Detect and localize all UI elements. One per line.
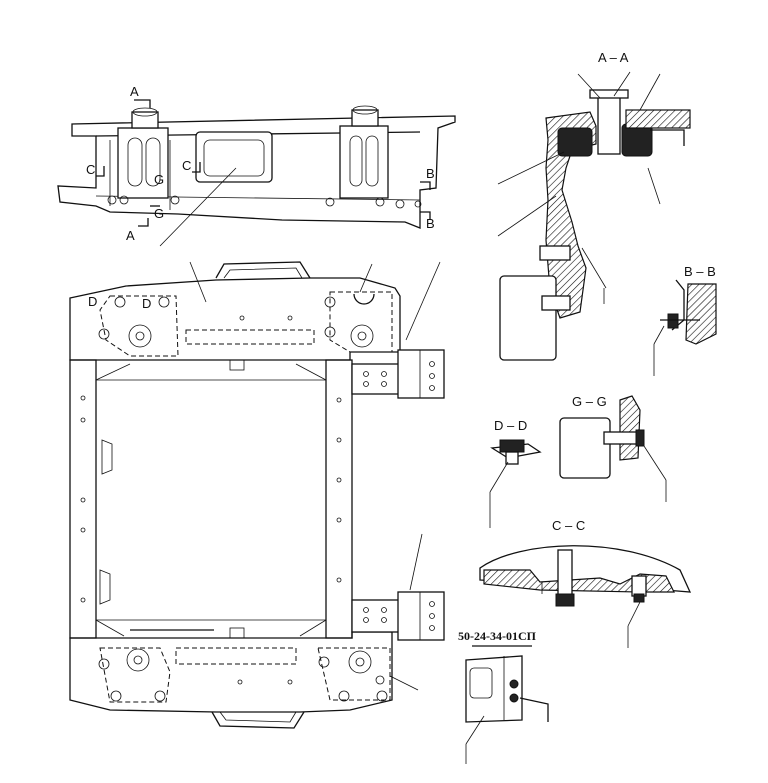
mark-d-left: D (88, 294, 97, 309)
mark-c-right: C (182, 158, 191, 173)
section-gg-label: G – G (572, 394, 607, 409)
mark-g-right: G (154, 206, 164, 221)
part-detail: 50-24-34-01CП (458, 629, 549, 764)
section-a-a: A – A (497, 50, 691, 361)
section-b-b: B – B (653, 264, 717, 376)
section-bb-label: B – B (684, 264, 716, 279)
mark-b-bottom: B (426, 216, 435, 231)
mark-c-left: C (86, 162, 95, 177)
mark-a-bottom: A (126, 228, 135, 243)
section-dd-label: D – D (494, 418, 527, 433)
mark-b-top: B (426, 166, 435, 181)
section-cc-label: C – C (552, 518, 585, 533)
plan-view: D D (69, 261, 445, 729)
section-c-c: C – C (479, 518, 692, 648)
mark-g-left: G (154, 172, 164, 187)
part-number: 50-24-34-01CП (458, 629, 537, 643)
mark-d-right: D (142, 296, 151, 311)
side-view (57, 105, 456, 247)
section-d-d: D – D (489, 418, 542, 528)
mark-a-top: A (130, 84, 139, 99)
section-g-g: G – G (559, 394, 667, 502)
section-marks-side: A A C C G G B B (86, 84, 435, 243)
section-aa-label: A – A (598, 50, 629, 65)
